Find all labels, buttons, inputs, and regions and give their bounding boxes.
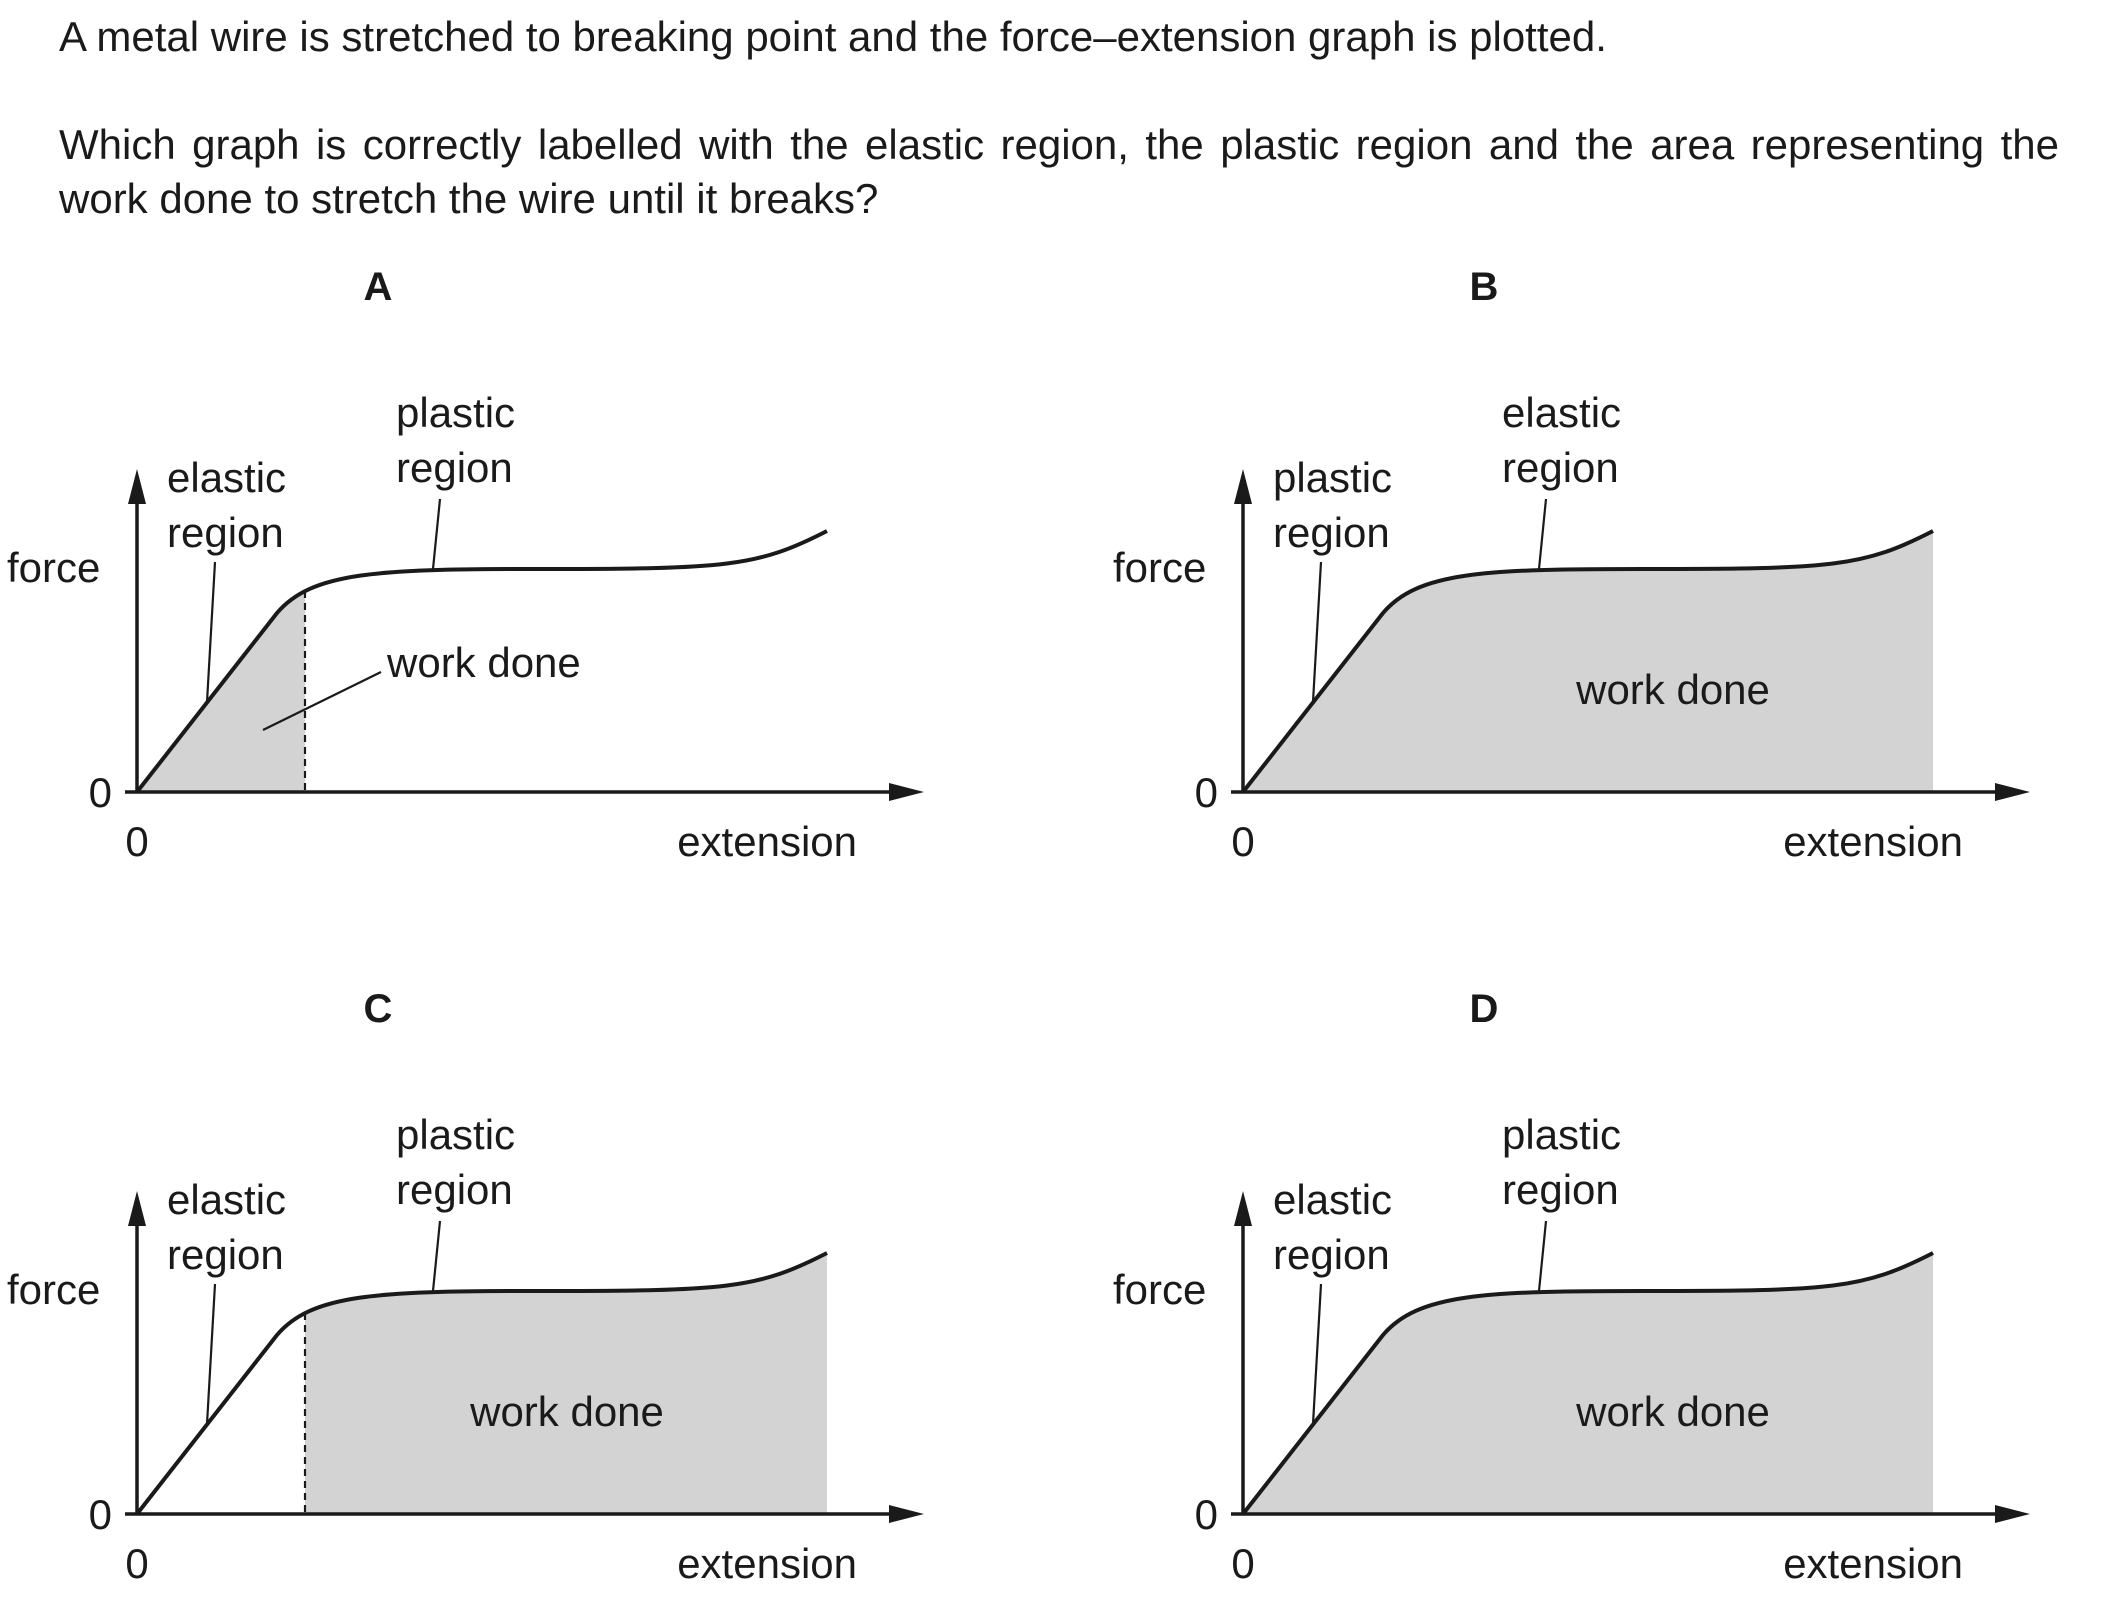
left-region-label-line2: region: [167, 1231, 284, 1278]
top-region-label-line1: plastic: [396, 389, 515, 436]
x-origin-label: 0: [1231, 818, 1254, 865]
y-origin-label: 0: [89, 1491, 112, 1538]
force-extension-curve: [1241, 529, 1934, 794]
left-region-label-line1: elastic: [167, 454, 286, 501]
left-region-label-line2: region: [1273, 509, 1390, 556]
y-axis-arrowhead: [1234, 1191, 1252, 1226]
top-region-label-line2: region: [396, 1166, 513, 1213]
x-axis-label: extension: [677, 818, 857, 865]
left-label-leader-line: [205, 561, 217, 703]
top-label-leader-line: [431, 498, 442, 570]
work-done-leader-line: [262, 671, 382, 731]
left-region-label-line2: region: [1273, 1231, 1390, 1278]
left-region-label-line1: elastic: [167, 1176, 286, 1223]
left-region-label-line1: elastic: [1273, 1176, 1392, 1223]
top-region-label-line1: plastic: [1502, 1111, 1621, 1158]
force-extension-curve: [135, 1251, 828, 1516]
work-done-label: work done: [1575, 1388, 1770, 1435]
top-region-label-line2: region: [1502, 1166, 1619, 1213]
top-region-label-line2: region: [1502, 444, 1619, 491]
x-origin-label: 0: [1231, 1540, 1254, 1587]
x-origin-label: 0: [125, 1540, 148, 1587]
left-region-label-line2: region: [167, 509, 284, 556]
top-label-leader-line: [1537, 498, 1548, 570]
left-label-leader-line: [1311, 1283, 1323, 1425]
work-done-shading: [305, 1253, 827, 1514]
x-axis-label: extension: [1783, 1540, 1963, 1587]
option-letter: B: [1470, 265, 1499, 309]
left-region-label-line1: plastic: [1273, 454, 1392, 501]
top-region-label-line2: region: [396, 444, 513, 491]
option-letter: A: [364, 265, 393, 309]
y-axis-label: force: [7, 1266, 100, 1313]
x-axis-arrowhead: [1995, 783, 2030, 801]
y-origin-label: 0: [1195, 1491, 1218, 1538]
y-origin-label: 0: [89, 769, 112, 816]
y-axis-label: force: [1113, 1266, 1206, 1313]
y-origin-label: 0: [1195, 769, 1218, 816]
work-done-label: work done: [386, 639, 581, 686]
top-region-label-line1: elastic: [1502, 389, 1621, 436]
work-done-shading: [1243, 1253, 1933, 1514]
x-axis-arrowhead: [889, 1505, 924, 1523]
option-letter: D: [1470, 987, 1499, 1031]
y-axis-arrowhead: [128, 1191, 146, 1226]
top-label-leader-line: [431, 1220, 442, 1292]
force-extension-curve: [1241, 1251, 1934, 1516]
x-axis-label: extension: [1783, 818, 1963, 865]
option-letter: C: [364, 987, 393, 1031]
left-label-leader-line: [205, 1283, 217, 1425]
work-done-shading: [1243, 531, 1933, 792]
work-done-shading: [137, 591, 305, 792]
y-axis-label: force: [7, 544, 100, 591]
x-axis-arrowhead: [889, 783, 924, 801]
top-region-label-line1: plastic: [396, 1111, 515, 1158]
work-done-label: work done: [1575, 666, 1770, 713]
left-label-leader-line: [1311, 561, 1323, 703]
x-axis-label: extension: [677, 1540, 857, 1587]
x-axis-arrowhead: [1995, 1505, 2030, 1523]
x-origin-label: 0: [125, 818, 148, 865]
question-intro: A metal wire is stretched to breaking po…: [59, 13, 1607, 60]
force-extension-curve: [135, 529, 828, 794]
question-prompt: Which graph is correctly labelled with t…: [59, 121, 2059, 222]
work-done-label: work done: [469, 1388, 664, 1435]
y-axis-arrowhead: [1234, 469, 1252, 504]
top-label-leader-line: [1537, 1220, 1548, 1292]
y-axis-label: force: [1113, 544, 1206, 591]
y-axis-arrowhead: [128, 469, 146, 504]
